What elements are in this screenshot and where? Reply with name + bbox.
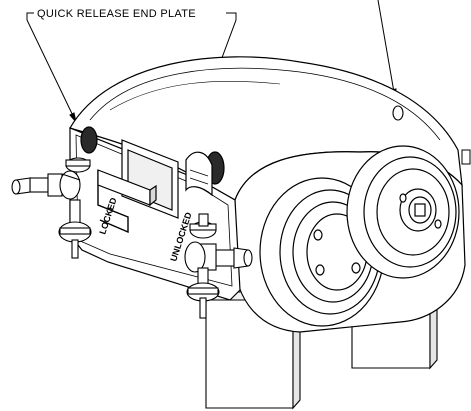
leader-arrowhead-left [69,112,77,123]
end-plate-callout-label: QUICK RELEASE END PLATE [37,8,196,20]
hole-leader-line [377,0,396,99]
fitting-right-lower [184,241,253,273]
thumb-screw-left-bottom [58,199,92,259]
side-stub [461,149,471,165]
thumb-screw-right-bottom [186,267,220,319]
thumb-screw-left-top [65,157,91,173]
release-clip [97,170,129,234]
cap-bolt-hole [315,264,325,276]
port-cover [185,151,213,197]
quick-release-end-plate [69,126,241,301]
shaft-hex-socket [414,203,426,217]
fitting-left-upper [11,170,81,200]
housing-ridge [89,67,441,141]
vent-hole [392,105,404,121]
port-left [80,126,98,154]
housing-ridge-2 [109,80,281,111]
end-plate-leader-left [26,12,77,123]
cap-bolt-hole [313,229,323,241]
end-cap-right [346,145,460,279]
cap-bolt-hole [351,262,361,274]
thumb-screw-right-top [189,213,217,239]
